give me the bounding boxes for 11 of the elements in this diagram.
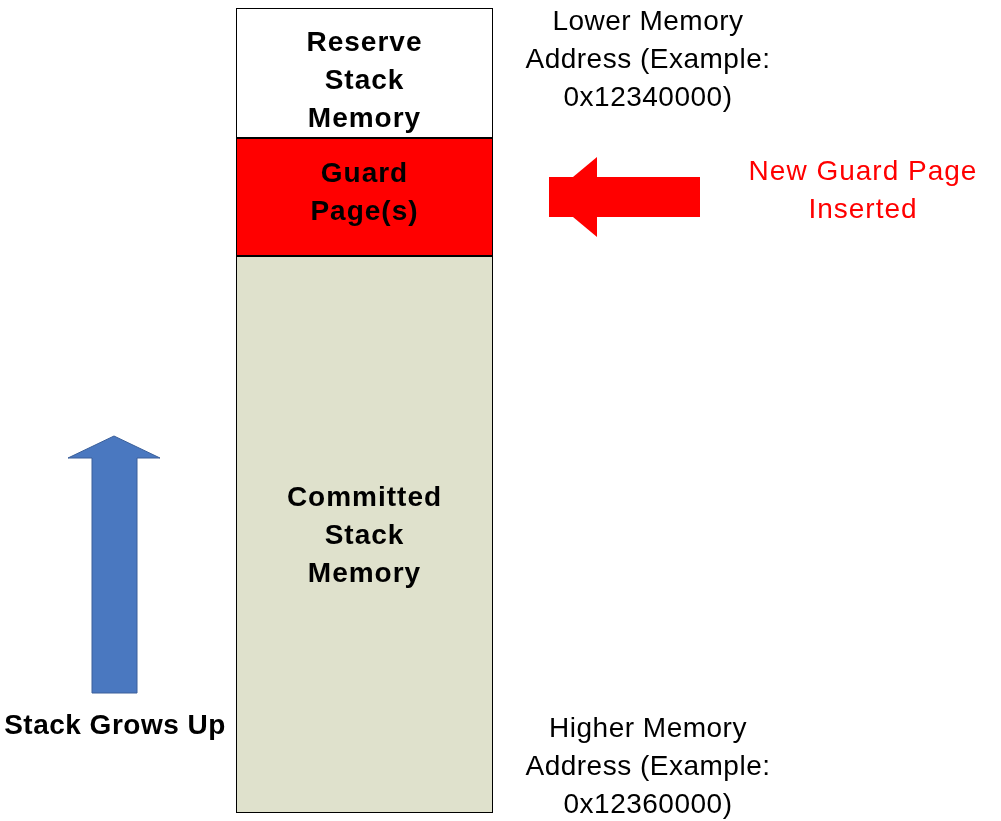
annotation-text: New Guard Page Inserted	[747, 154, 979, 226]
memory-region-box	[236, 256, 493, 813]
address-label: Lower Memory Address (Example: 0x12340000)	[524, 4, 772, 114]
address-label: Higher Memory Address (Example: 0x12360000)	[524, 711, 772, 821]
region-label: Reserve Stack Memory	[305, 25, 424, 135]
direction-label: Stack Grows Up	[3, 708, 227, 742]
region-label: Committed Stack Memory	[285, 480, 444, 590]
region-label: Guard Page(s)	[309, 156, 420, 228]
arrow	[549, 157, 700, 237]
memory-region-box	[236, 8, 493, 138]
memory-region-box	[236, 138, 493, 256]
